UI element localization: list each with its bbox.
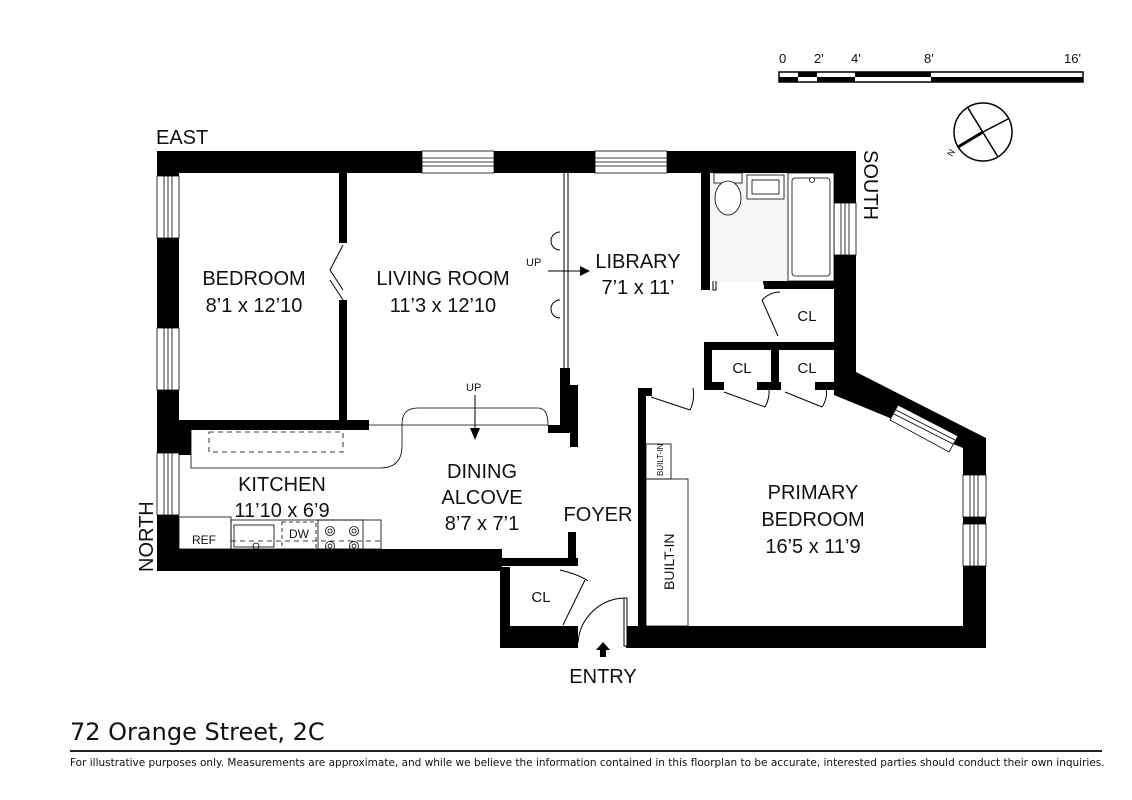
direction-south: SOUTH xyxy=(859,150,881,220)
up-arrows: UP UP xyxy=(190,257,590,469)
living-room-size: 11’3 x 12’10 xyxy=(390,295,496,317)
scale-tick-2: 2' xyxy=(814,51,824,66)
bedroom-name: BEDROOM xyxy=(202,268,305,290)
library-size: 7’1 x 11’ xyxy=(601,277,674,299)
bedroom-size: 8’1 x 12’10 xyxy=(206,295,303,317)
divider xyxy=(70,750,1102,752)
built-ins xyxy=(645,443,689,627)
bath-fixtures xyxy=(710,172,835,282)
scale-tick-0: 0 xyxy=(779,51,786,66)
built-in-label-small: BUILT-IN xyxy=(656,443,665,476)
scale-tick-16: 16' xyxy=(1064,51,1081,66)
scale-tick-8: 8' xyxy=(924,51,934,66)
up-label-library: UP xyxy=(526,257,541,269)
closet-label-foyer: CL xyxy=(531,589,550,606)
scale-tick-4: 4' xyxy=(851,51,861,66)
entry-label: ENTRY xyxy=(569,666,636,688)
entry-arrow-icon xyxy=(596,642,610,657)
compass-north-label: N xyxy=(945,147,957,158)
dining-name-1: DINING xyxy=(447,461,517,483)
primary-bedroom-name-1: PRIMARY xyxy=(768,482,859,504)
direction-east: EAST xyxy=(156,127,208,149)
closet-label-2: CL xyxy=(797,360,816,377)
closet-label-bath: CL xyxy=(797,308,816,325)
property-title: 72 Orange Street, 2C xyxy=(70,718,325,746)
dining-size: 8’7 x 7’1 xyxy=(445,513,520,535)
built-in-label: BUILT-IN xyxy=(661,533,677,590)
primary-bedroom-name-2: BEDROOM xyxy=(761,509,864,531)
foyer-name: FOYER xyxy=(564,504,633,526)
dining-name-2: ALCOVE xyxy=(441,487,522,509)
dw-label: DW xyxy=(289,527,310,541)
kitchen-size: 11’10 x 6’9 xyxy=(234,500,329,522)
kitchen-name: KITCHEN xyxy=(238,474,326,496)
windows xyxy=(156,150,987,567)
up-label-dining: UP xyxy=(466,382,481,394)
ref-label: REF xyxy=(192,533,216,547)
disclaimer: For illustrative purposes only. Measurem… xyxy=(70,757,1105,769)
kitchen-fixtures xyxy=(178,516,382,551)
compass-icon: N xyxy=(945,102,1013,162)
closet-label-1: CL xyxy=(732,360,751,377)
scale-bar: 0 2' 4' 8' 16' xyxy=(778,51,1084,83)
library-name: LIBRARY xyxy=(595,251,680,273)
primary-bedroom-size: 16’5 x 11’9 xyxy=(765,536,860,558)
direction-north: NORTH xyxy=(136,501,158,572)
living-room-name: LIVING ROOM xyxy=(376,268,509,290)
